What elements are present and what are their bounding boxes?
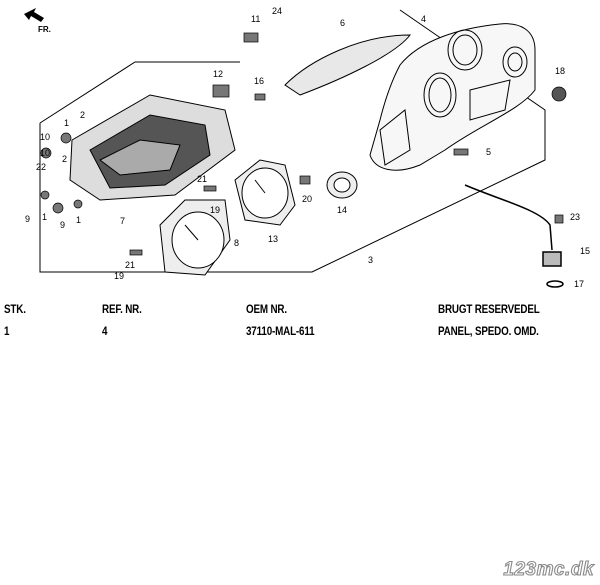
header-part: BRUGT RESERVEDEL <box>438 302 540 316</box>
oem-cell: 37110-MAL-611 <box>246 324 315 338</box>
speedometer-part <box>234 159 296 226</box>
callout: 2 <box>62 154 67 164</box>
callout: 5 <box>486 147 491 157</box>
table-header-row: STK. REF. NR. OEM NR. BRUGT RESERVEDEL <box>0 302 600 324</box>
callout: 1 <box>42 212 47 222</box>
callout: 10 <box>40 148 50 158</box>
callout: 14 <box>337 205 347 215</box>
indicator-part <box>326 171 358 199</box>
callout: 3 <box>368 255 373 265</box>
callout: 4 <box>421 14 426 24</box>
upper-panel-part <box>369 23 536 171</box>
callout: 10 <box>40 132 50 142</box>
header-qty: STK. <box>4 302 26 316</box>
callout: 6 <box>340 18 345 28</box>
callout: 21 <box>197 174 207 184</box>
qty-cell: 1 <box>4 324 10 338</box>
callout: 1 <box>64 118 69 128</box>
header-ref: REF. NR. <box>102 302 142 316</box>
callout: 7 <box>120 216 125 226</box>
part-name-cell: PANEL, SPEDO. OMD. <box>438 324 539 338</box>
callout: 16 <box>254 76 264 86</box>
table-row: 1 4 37110-MAL-611 PANEL, SPEDO. OMD. <box>0 324 600 346</box>
callout: 22 <box>36 162 46 172</box>
tachometer-part <box>159 199 231 276</box>
callout-labels: 11 24 6 4 12 16 18 2 10 1 22 2 9 1 5 21 … <box>25 6 590 289</box>
callout: 9 <box>25 214 30 224</box>
sensor-part <box>464 184 564 288</box>
callout: 24 <box>272 6 282 16</box>
callout: 15 <box>580 246 590 256</box>
parts-diagram: FR. <box>0 0 600 290</box>
callout: 18 <box>555 66 565 76</box>
callout: 19 <box>114 271 124 281</box>
visor-part <box>284 34 412 96</box>
parts-table: STK. REF. NR. OEM NR. BRUGT RESERVEDEL 1… <box>0 302 600 346</box>
callout: 21 <box>125 260 135 270</box>
callout: 20 <box>302 194 312 204</box>
exploded-view-drawing: FR. <box>24 6 590 289</box>
callout: 13 <box>268 234 278 244</box>
callout: 1 <box>76 215 81 225</box>
front-arrow-icon: FR. <box>24 8 51 34</box>
header-oem: OEM NR. <box>246 302 287 316</box>
callout: 8 <box>234 238 239 248</box>
fasteners <box>40 32 567 256</box>
callout: 23 <box>570 212 580 222</box>
callout: 9 <box>60 220 65 230</box>
ref-cell: 4 <box>102 324 108 338</box>
callout: 11 <box>251 14 260 24</box>
callout: 12 <box>213 69 223 79</box>
assembly-outline <box>39 61 240 124</box>
fr-label: FR. <box>38 25 51 34</box>
site-watermark: 123mc.dk <box>503 558 594 580</box>
callout: 17 <box>574 279 584 289</box>
callout: 19 <box>210 205 220 215</box>
meter-case-part <box>69 94 236 201</box>
callout: 2 <box>80 110 85 120</box>
